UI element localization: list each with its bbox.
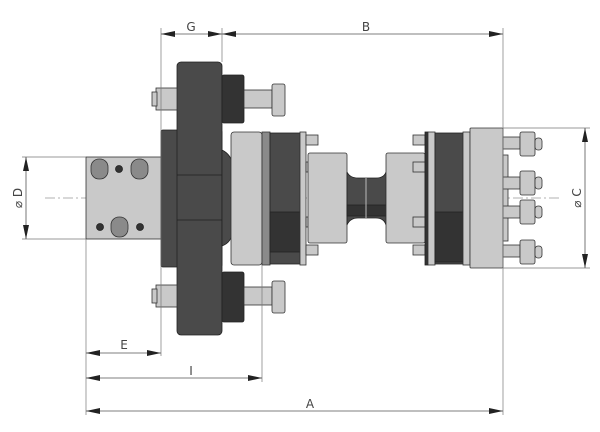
dimension-D: ⌀ D	[11, 157, 29, 239]
dim-label-I: I	[189, 364, 193, 378]
dim-label-A: A	[306, 397, 315, 411]
dimension-E: E	[86, 338, 161, 356]
hub-flange	[160, 61, 245, 336]
dim-label-G: G	[186, 20, 195, 34]
dimension-I: I	[86, 364, 262, 381]
dimension-G: G	[161, 20, 222, 37]
dim-label-D: ⌀ D	[11, 188, 25, 208]
bolts-right	[502, 131, 543, 265]
coupling-hub-left	[221, 131, 348, 266]
dim-label-C: ⌀ C	[570, 188, 584, 207]
dim-label-B: B	[362, 20, 370, 34]
dim-label-E: E	[120, 338, 128, 352]
dimension-B: B	[222, 20, 503, 37]
elastic-element	[346, 171, 387, 226]
dimension-C: ⌀ C	[570, 128, 588, 268]
square-shaft-block	[85, 156, 162, 240]
dimension-A: A	[86, 397, 503, 414]
extension-lines	[22, 28, 590, 415]
coupling-hub-right	[385, 127, 509, 269]
